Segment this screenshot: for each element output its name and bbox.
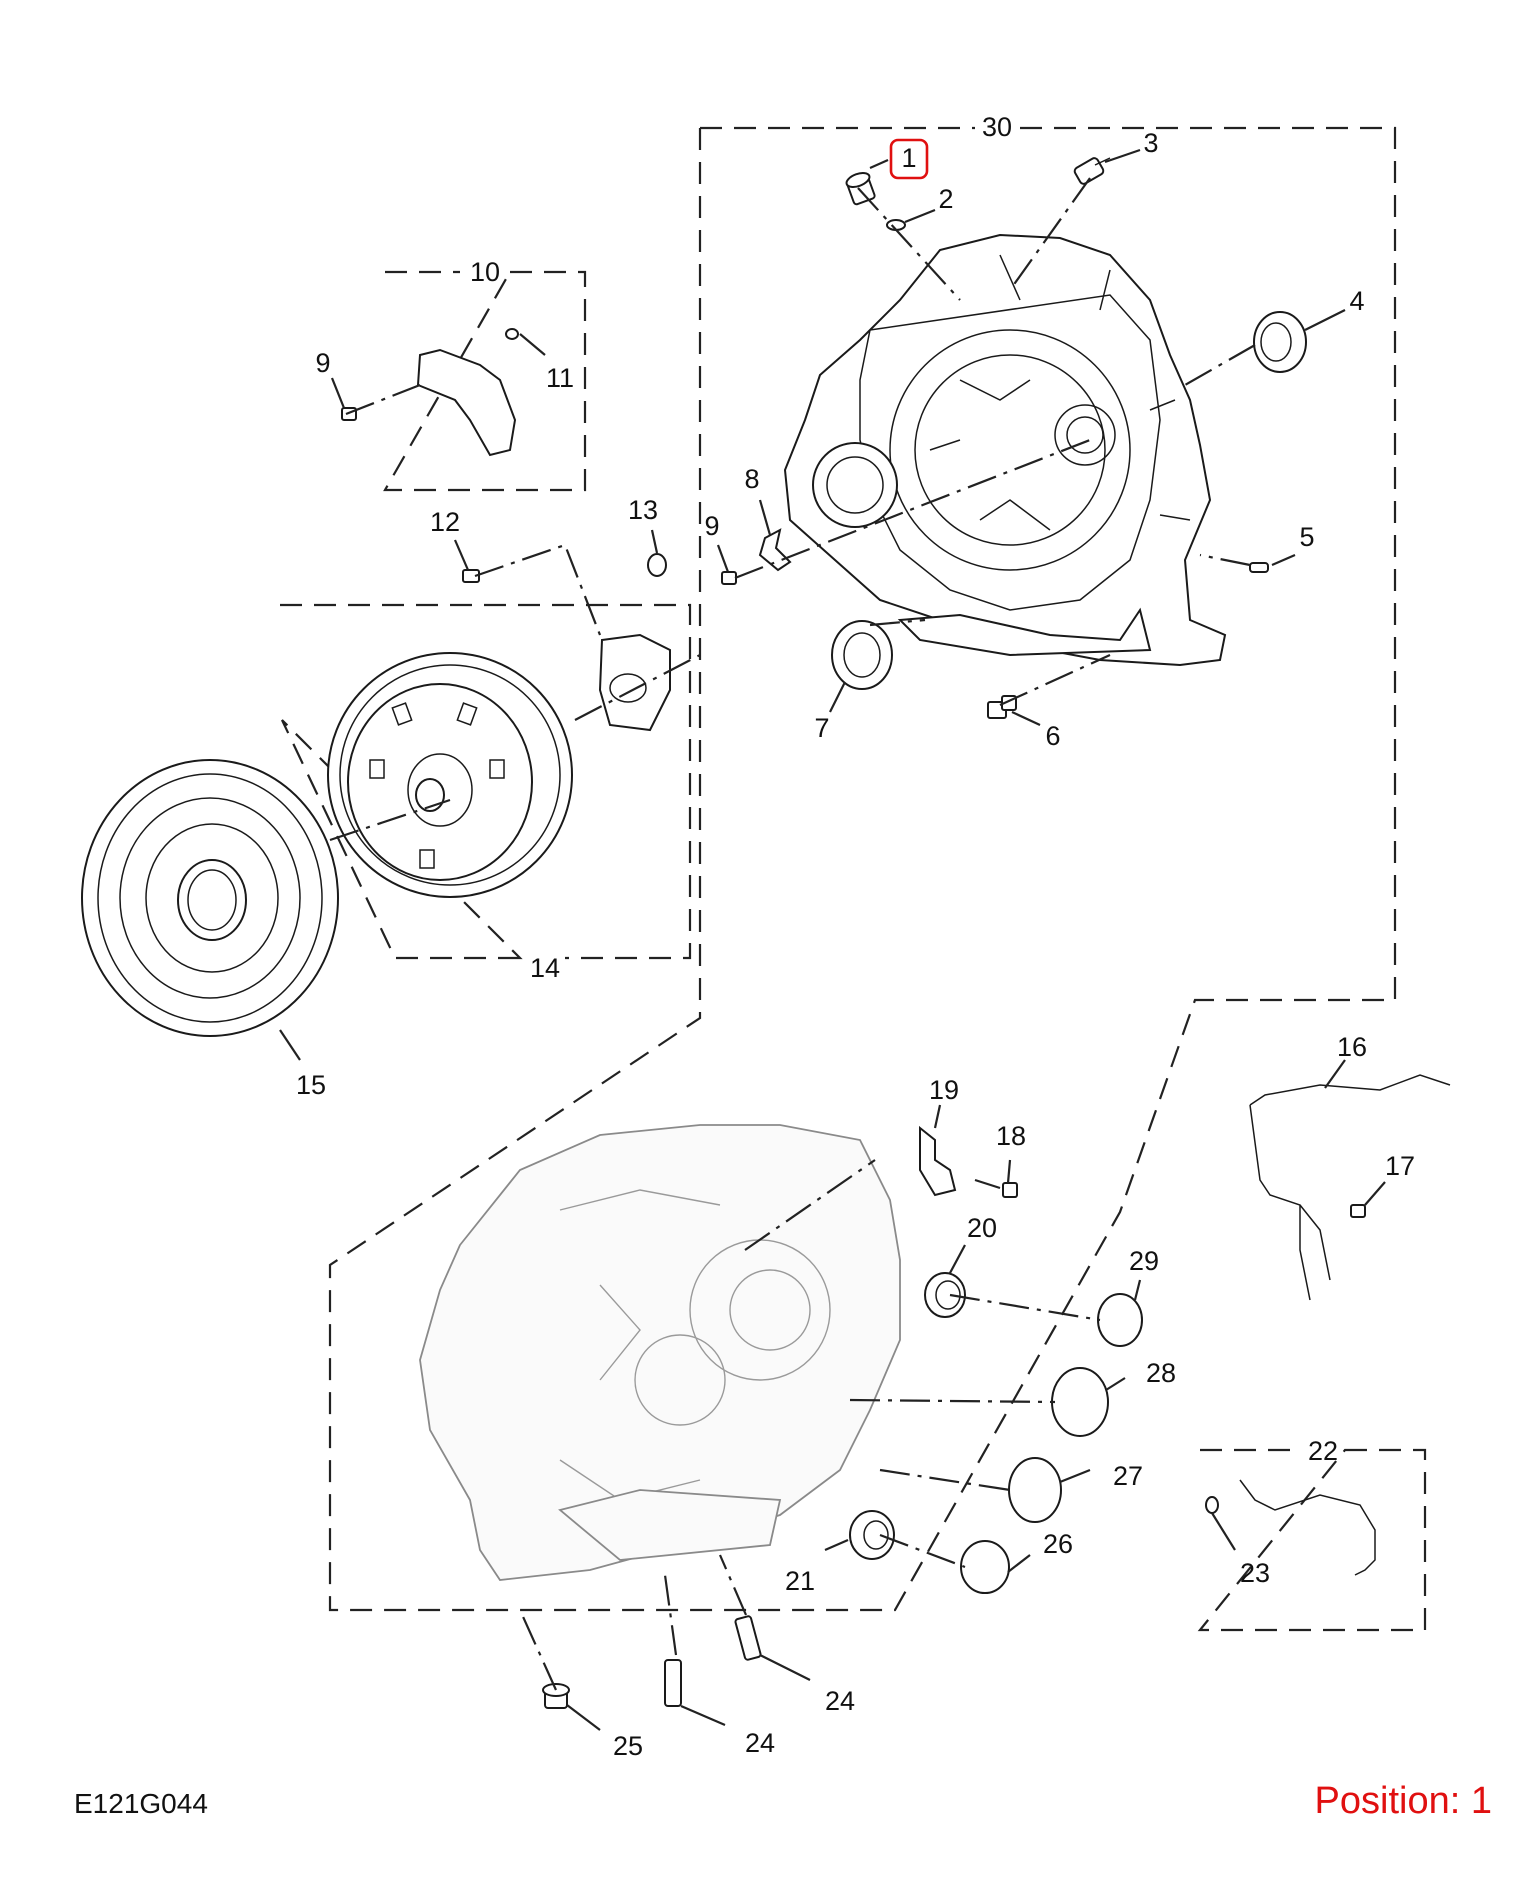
o-ring-part-23[interactable] [1205,1496,1219,1514]
callout-12[interactable]: 12 [430,507,460,537]
sensor-part-24-left[interactable] [664,1659,682,1707]
o-ring-part-28[interactable] [1051,1367,1109,1437]
position-label: Position: 1 [1314,1780,1492,1822]
callout-21[interactable]: 21 [785,1566,815,1596]
callout-25[interactable]: 25 [613,1731,643,1761]
clutch-assembly-part-14[interactable] [327,633,671,898]
bolt-part-9-right[interactable] [721,571,737,585]
o-ring-part-26[interactable] [960,1540,1010,1594]
callout-4[interactable]: 4 [1349,286,1364,316]
bracket-part-19[interactable] [919,1125,957,1197]
callout-1-highlight [889,138,929,180]
cover-part-10[interactable] [416,348,517,457]
figure-code: E121G044 [74,1788,208,1819]
seal-part-20[interactable] [924,1272,966,1318]
callout-2[interactable]: 2 [938,184,953,214]
sensor-part-24-right[interactable] [734,1615,762,1661]
callout-24-right[interactable]: 24 [825,1686,855,1716]
callout-1[interactable]: 1 [901,143,916,173]
bolt-part-18[interactable] [1002,1182,1018,1198]
callout-19[interactable]: 19 [929,1075,959,1105]
callout-18[interactable]: 18 [996,1121,1026,1151]
assembly-lines [329,177,1256,1691]
oil-pipe-part-22[interactable] [1239,1479,1376,1576]
callout-9-left[interactable]: 9 [315,348,330,378]
ring-part-13[interactable] [647,553,667,577]
o-ring-part-11[interactable] [505,328,519,340]
callout-17[interactable]: 17 [1385,1151,1415,1181]
callout-30[interactable]: 30 [982,112,1012,142]
group-30-boundary [328,126,1397,1612]
wiring-harness-part-16[interactable] [1249,1074,1451,1301]
seal-part-7[interactable] [831,620,893,690]
seal-part-21[interactable] [849,1510,895,1560]
callout-9-right[interactable]: 9 [704,511,719,541]
callout-28[interactable]: 28 [1146,1358,1176,1388]
callout-5[interactable]: 5 [1299,522,1314,552]
callout-20[interactable]: 20 [967,1213,997,1243]
transmission-housing-lower [419,1124,901,1581]
transmission-housing-upper [783,233,1227,667]
o-ring-part-29[interactable] [1097,1293,1143,1347]
callout-22[interactable]: 22 [1308,1436,1338,1466]
o-ring-part-27[interactable] [1008,1457,1062,1523]
callout-13[interactable]: 13 [628,495,658,525]
callout-8[interactable]: 8 [744,464,759,494]
callout-16[interactable]: 16 [1337,1032,1367,1062]
callout-10[interactable]: 10 [470,257,500,287]
callout-14[interactable]: 14 [530,953,560,983]
breather-cap-part-1[interactable] [845,170,876,206]
group-10-boundary [383,270,587,492]
callout-6[interactable]: 6 [1045,721,1060,751]
callout-15[interactable]: 15 [296,1070,326,1100]
callout-7[interactable]: 7 [814,713,829,743]
callout-29[interactable]: 29 [1129,1246,1159,1276]
group-22-boundary [1197,1448,1427,1632]
callout-3[interactable]: 3 [1143,128,1158,158]
bolt-part-12[interactable] [462,569,480,583]
leader-lines [279,148,1386,1731]
bolt-part-17[interactable] [1350,1204,1366,1218]
callout-11[interactable]: 11 [546,363,574,393]
flywheel-part-15[interactable] [81,759,339,1037]
callout-26[interactable]: 26 [1043,1529,1073,1559]
dowel-pin-part-5[interactable] [1249,562,1269,573]
bracket-part-8[interactable] [758,528,792,572]
sensor-part-3[interactable] [1073,157,1111,186]
callout-27[interactable]: 27 [1113,1461,1143,1491]
callout-23[interactable]: 23 [1240,1558,1270,1588]
callout-24-left[interactable]: 24 [745,1728,775,1758]
oil-seal-part-4[interactable] [1253,311,1307,373]
